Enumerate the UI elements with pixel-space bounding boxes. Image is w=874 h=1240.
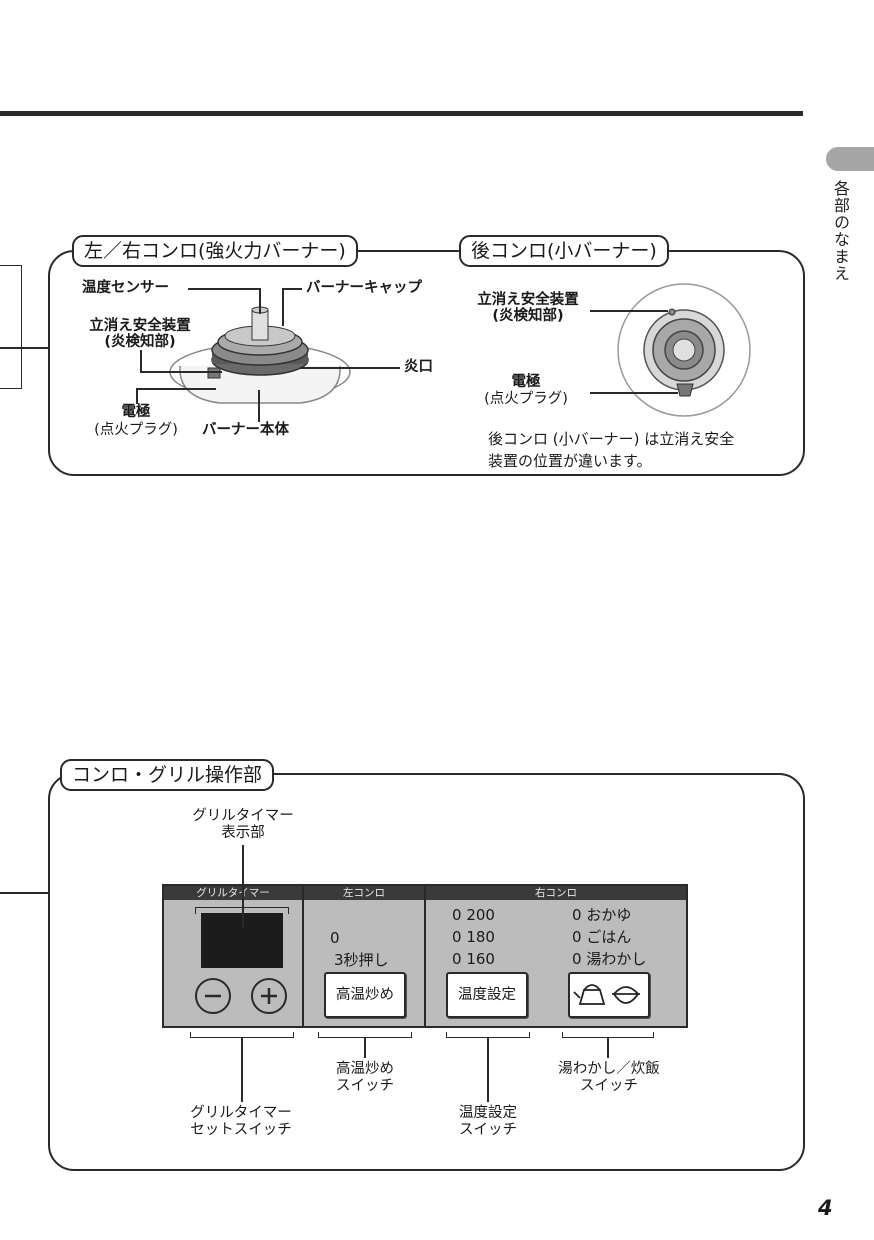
temp-set-bracket (446, 1032, 530, 1038)
grill-timer-header: グリルタイマー (164, 886, 302, 900)
left-burner-illustration (169, 306, 351, 404)
rear-burner-title: 後コンロ(小バーナー) (459, 235, 669, 267)
safety-device-sublabel: (炎検知部) (104, 334, 176, 350)
rear-safety-device-label: 立消え安全装置 (477, 292, 579, 308)
high-temp-button[interactable]: 高温炒め (324, 972, 406, 1018)
leader-line (607, 1038, 609, 1058)
temp-sensor-label: 温度センサー (82, 280, 169, 296)
high-temp-callout-line1: 高温炒め (336, 1061, 394, 1077)
left-burner-header: 左コンロ (304, 886, 424, 900)
leader-line (487, 1038, 489, 1102)
kettle-rice-callout-line1: 湯わかし／炊飯 (558, 1061, 660, 1077)
rear-electrode-label: 電極 (511, 374, 541, 390)
kettle-icon (573, 984, 606, 1005)
timer-set-bracket (190, 1032, 294, 1038)
cook-option-gohan: 0 ごはん (572, 928, 632, 946)
rice-bowl-icon (612, 986, 640, 1004)
page-number: 4 (818, 1196, 833, 1220)
leader-line (282, 288, 302, 290)
leader-line (590, 310, 668, 312)
temp-option-180: 0 180 (452, 928, 495, 946)
rear-burner-note-line2: 装置の位置が違います。 (488, 452, 652, 470)
top-rule (0, 111, 803, 116)
left-burner-hint: 3秒押し (334, 951, 389, 969)
kettle-rice-bracket (562, 1032, 654, 1038)
leader-line (136, 388, 138, 404)
electrode-sublabel: (点火プラグ) (94, 422, 178, 438)
leader-line (136, 388, 216, 390)
leader-line (140, 350, 142, 372)
title-connector (380, 250, 462, 252)
kettle-rice-button[interactable] (568, 972, 650, 1018)
temp-set-button[interactable]: 温度設定 (446, 972, 528, 1018)
right-burner-header: 右コンロ (426, 886, 686, 900)
leader-line (258, 390, 260, 422)
leader-line (364, 1038, 366, 1058)
rear-burner-note-line1: 後コンロ (小バーナー) は立消え安全 (488, 430, 735, 448)
title-connector (292, 773, 750, 775)
margin-box (0, 265, 22, 389)
rear-electrode-sublabel: (点火プラグ) (484, 391, 568, 407)
kettle-rice-icons (573, 984, 640, 1005)
high-temp-bracket (318, 1032, 412, 1038)
temp-option-160: 0 160 (452, 950, 495, 968)
rear-safety-device-sublabel: (炎検知部) (492, 308, 564, 324)
cook-option-yuwakashi: 0 湯わかし (572, 950, 647, 968)
leader-line (259, 288, 261, 314)
leader-line (282, 288, 284, 326)
leader-line (590, 392, 678, 394)
margin-connector (0, 892, 48, 894)
temp-option-200: 0 200 (452, 906, 495, 924)
safety-device-label: 立消え安全装置 (89, 318, 191, 334)
title-connector (690, 250, 750, 252)
left-burner-indicator: 0 (330, 929, 340, 947)
leader-line (242, 845, 244, 927)
leader-line (140, 371, 222, 373)
margin-connector (0, 347, 48, 349)
high-temp-callout-line2: スイッチ (336, 1078, 394, 1094)
leader-line (300, 367, 400, 369)
panel-divider (424, 886, 426, 1026)
rear-burner-illustration (617, 283, 751, 417)
panel-divider (302, 886, 304, 1026)
temp-set-callout-line1: 温度設定 (459, 1105, 517, 1121)
timer-set-callout-line1: グリルタイマー (190, 1105, 292, 1121)
kettle-rice-callout-line2: スイッチ (580, 1078, 638, 1094)
display-callout-line1: グリルタイマー (192, 808, 294, 824)
burner-body-label: バーナー本体 (202, 422, 289, 438)
control-section-title: コンロ・グリル操作部 (60, 759, 275, 791)
section-tab-label: 各部のなまえ (831, 180, 850, 282)
minus-icon (205, 994, 221, 998)
display-callout-line2: 表示部 (221, 825, 265, 841)
section-tab (826, 147, 874, 171)
flame-port-label: 炎口 (404, 359, 433, 375)
left-burner-title: 左／右コンロ(強火力バーナー) (72, 235, 358, 267)
plus-icon (261, 988, 277, 1004)
timer-set-callout-line2: セットスイッチ (190, 1122, 292, 1138)
burner-cap-label: バーナーキャップ (306, 280, 422, 296)
grill-timer-minus-button[interactable] (195, 978, 231, 1014)
cook-option-okayu: 0 おかゆ (572, 906, 632, 924)
grill-timer-plus-button[interactable] (251, 978, 287, 1014)
electrode-label: 電極 (121, 404, 151, 420)
leader-line (241, 1038, 243, 1102)
temp-set-callout-line2: スイッチ (459, 1122, 517, 1138)
leader-line (188, 288, 260, 290)
